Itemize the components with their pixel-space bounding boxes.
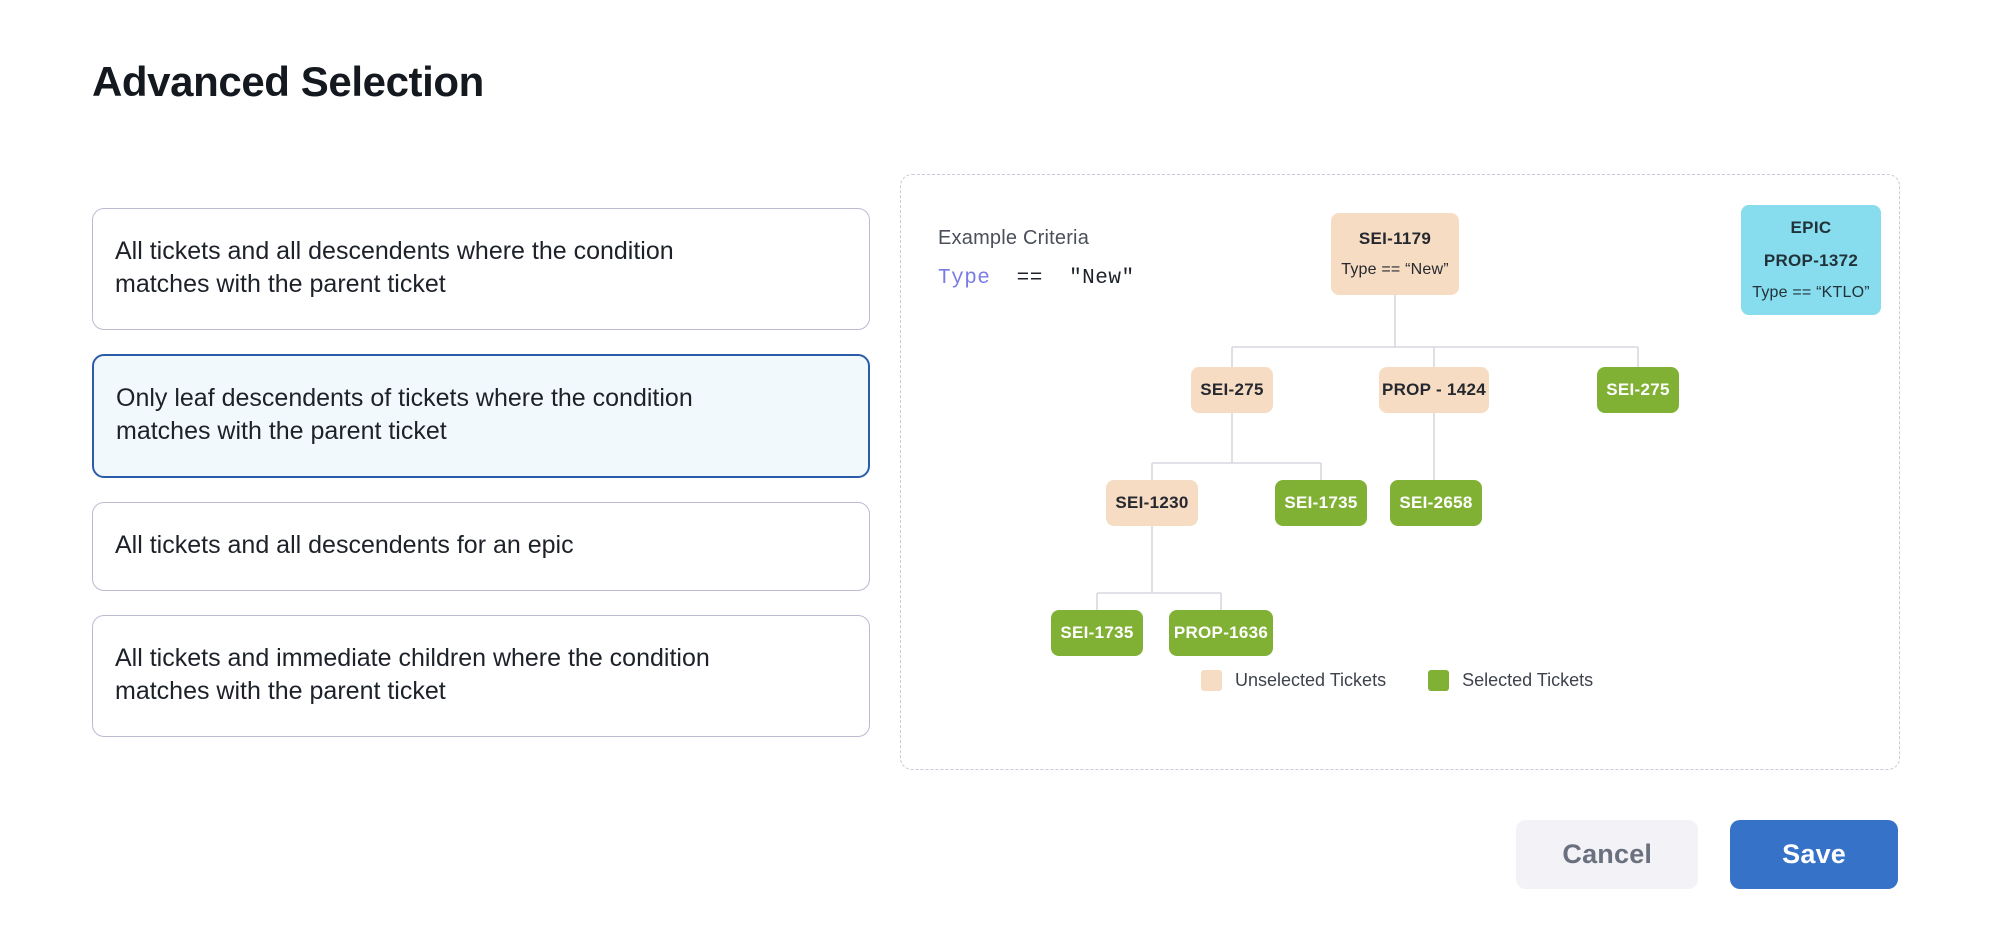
tree-node-sei-1230[interactable]: SEI-1230 [1106,480,1198,526]
tree-node-prop-1424[interactable]: PROP - 1424 [1379,367,1489,413]
tree-node-id: PROP-1372 [1763,251,1859,270]
option-card-all-descendents-epic[interactable]: All tickets and all descendents for an e… [92,502,870,591]
tree-node-sei-1179[interactable]: SEI-1179 Type == “New” [1331,213,1459,295]
criteria-keyword: Type [938,267,991,290]
option-label-line: All tickets and immediate children where… [115,644,710,672]
criteria-label: Example Criteria [938,227,1090,249]
option-label-line: All tickets and all descendents where th… [115,237,674,265]
tree-node-id: PROP-1636 [1173,623,1269,642]
tree-node-id: SEI-1735 [1284,493,1358,512]
save-button[interactable]: Save [1730,820,1898,889]
option-card-all-descendents-condition[interactable]: All tickets and all descendents where th… [92,208,870,330]
cancel-button[interactable]: Cancel [1516,820,1699,889]
option-card-immediate-children-condition[interactable]: All tickets and immediate children where… [92,615,870,737]
option-label-line: matches with the parent ticket [116,417,447,445]
criteria-value: "New" [1069,267,1135,290]
diagram-legend: Unselected Tickets Selected Tickets [1201,670,1593,691]
criteria-operator: == [1016,267,1043,290]
legend-label: Unselected Tickets [1235,670,1387,690]
example-diagram-panel: Example Criteria Type == "New" [900,174,1900,770]
tree-node-id: SEI-275 [1606,380,1670,399]
tree-node-condition: Type == “New” [1341,261,1449,278]
option-card-only-leaf-descendents[interactable]: Only leaf descendents of tickets where t… [92,354,870,478]
option-list: All tickets and all descendents where th… [92,208,870,737]
tree-node-prop-1636[interactable]: PROP-1636 [1169,610,1273,656]
tree-node-sei-1735-b[interactable]: SEI-1735 [1051,610,1143,656]
option-label-line: All tickets and all descendents for an e… [115,531,574,559]
legend-swatch-unselected-icon [1201,670,1222,691]
tree-node-id: SEI-1230 [1115,493,1189,512]
option-label-line: Only leaf descendents of tickets where t… [116,384,693,412]
criteria-code: Type == "New" [938,267,1135,290]
tree-node-id: PROP - 1424 [1381,380,1487,399]
tree-node-id: SEI-1179 [1358,229,1432,248]
option-label-line: matches with the parent ticket [115,270,446,298]
dialog-footer: Cancel Save [1516,820,1898,889]
option-label-line: matches with the parent ticket [115,677,446,705]
page-title: Advanced Selection [92,58,484,105]
tree-node-id: SEI-2658 [1399,493,1473,512]
tree-node-id: SEI-275 [1200,380,1264,399]
tree-node-condition: Type == “KTLO” [1752,284,1870,301]
tree-node-sei-2658[interactable]: SEI-2658 [1390,480,1482,526]
legend-swatch-selected-icon [1428,670,1450,691]
legend-label: Selected Tickets [1462,670,1594,690]
tree-node-epic-prop-1372[interactable]: EPIC PROP-1372 Type == “KTLO” [1741,205,1881,315]
tree-node-id: SEI-1735 [1060,623,1134,642]
tree-node-sei-275-a[interactable]: SEI-275 [1191,367,1273,413]
tree-node-sei-275-b[interactable]: SEI-275 [1597,367,1679,413]
legend-item-selected: Selected Tickets [1428,670,1593,691]
legend-item-unselected: Unselected Tickets [1201,670,1386,691]
tree-node-sei-1735-a[interactable]: SEI-1735 [1275,480,1367,526]
tree-node-epic-label: EPIC [1790,218,1832,237]
